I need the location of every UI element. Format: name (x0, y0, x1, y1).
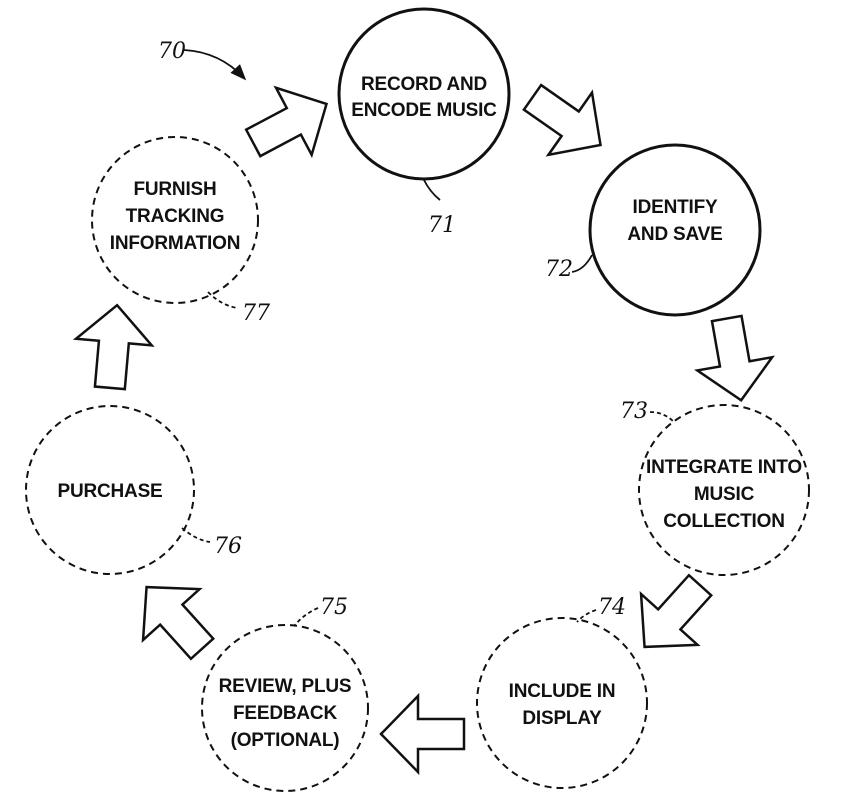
node-label-line: TRACKING (126, 206, 225, 227)
node-label-line: INFORMATION (110, 233, 240, 254)
node-record-encode-circle (337, 7, 511, 181)
node-include-display-circle (476, 617, 648, 789)
node-label-line: DISPLAY (522, 708, 602, 729)
node-label-line: ENCODE MUSIC (351, 100, 497, 121)
arrow-integrate-to-include-icon (639, 573, 714, 649)
figure-ref-pointer (183, 49, 247, 81)
node-label-line: RECORD AND (361, 74, 487, 95)
node-integrate: INTEGRATE INTO MUSIC COLLECTION 73 (620, 399, 810, 576)
ref-leader-75 (293, 607, 319, 627)
node-label-line: IDENTIFY (633, 197, 718, 218)
node-purchase: PURCHASE 76 (25, 405, 242, 575)
ref-leader-76 (181, 527, 211, 543)
node-purchase-circle (25, 405, 195, 575)
node-record-encode: RECORD AND ENCODE MUSIC 71 (337, 7, 511, 238)
node-integrate-circle (638, 404, 810, 576)
node-label-line: (OPTIONAL) (231, 730, 340, 751)
arrow-review-to-purchase-icon (141, 585, 216, 661)
ref-label-74: 74 (598, 595, 626, 620)
node-label-line: COLLECTION (663, 511, 785, 532)
node-review-feedback: REVIEW, PLUS FEEDBACK (OPTIONAL) 75 (201, 595, 369, 792)
node-identify-save: IDENTIFY AND SAVE 72 (545, 143, 762, 317)
ref-leader-74 (576, 609, 597, 623)
ref-label-76: 76 (214, 534, 242, 559)
ref-label-73: 73 (620, 399, 648, 424)
node-label-line: INTEGRATE INTO (646, 457, 802, 478)
node-identify-save-circle (588, 143, 762, 317)
ref-leader-71 (423, 179, 441, 201)
node-furnish-tracking: FURNISH TRACKING INFORMATION 77 (91, 136, 270, 326)
node-include-display: INCLUDE IN DISPLAY 74 (476, 595, 648, 789)
arrow-identify-to-integrate-icon (694, 314, 775, 403)
arrow-include-to-review-icon (379, 692, 466, 776)
node-furnish-tracking-circle (91, 136, 259, 304)
node-label-line: PURCHASE (57, 481, 162, 502)
node-label-line: AND SAVE (627, 224, 722, 245)
figure-ref-label: 70 (158, 39, 186, 64)
arrow-furnish-to-record-icon (244, 85, 329, 159)
ref-label-75: 75 (320, 595, 348, 620)
ref-leader-72 (571, 254, 593, 273)
node-review-feedback-circle (201, 624, 369, 792)
flow-arrows (72, 83, 775, 776)
ref-label-71: 71 (428, 213, 456, 238)
ref-label-77: 77 (242, 301, 270, 326)
arrow-record-to-identify-icon (522, 83, 602, 157)
ref-leader-77 (207, 291, 239, 309)
node-label-line: MUSIC (694, 484, 755, 505)
node-label-line: FEEDBACK (233, 703, 337, 724)
node-label-line: INCLUDE IN (509, 681, 616, 702)
ref-label-72: 72 (545, 257, 573, 282)
ref-leader-73 (649, 411, 675, 423)
arrow-purchase-to-furnish-icon (72, 303, 155, 391)
node-label-line: REVIEW, PLUS (219, 676, 352, 697)
node-label-line: FURNISH (133, 179, 216, 200)
